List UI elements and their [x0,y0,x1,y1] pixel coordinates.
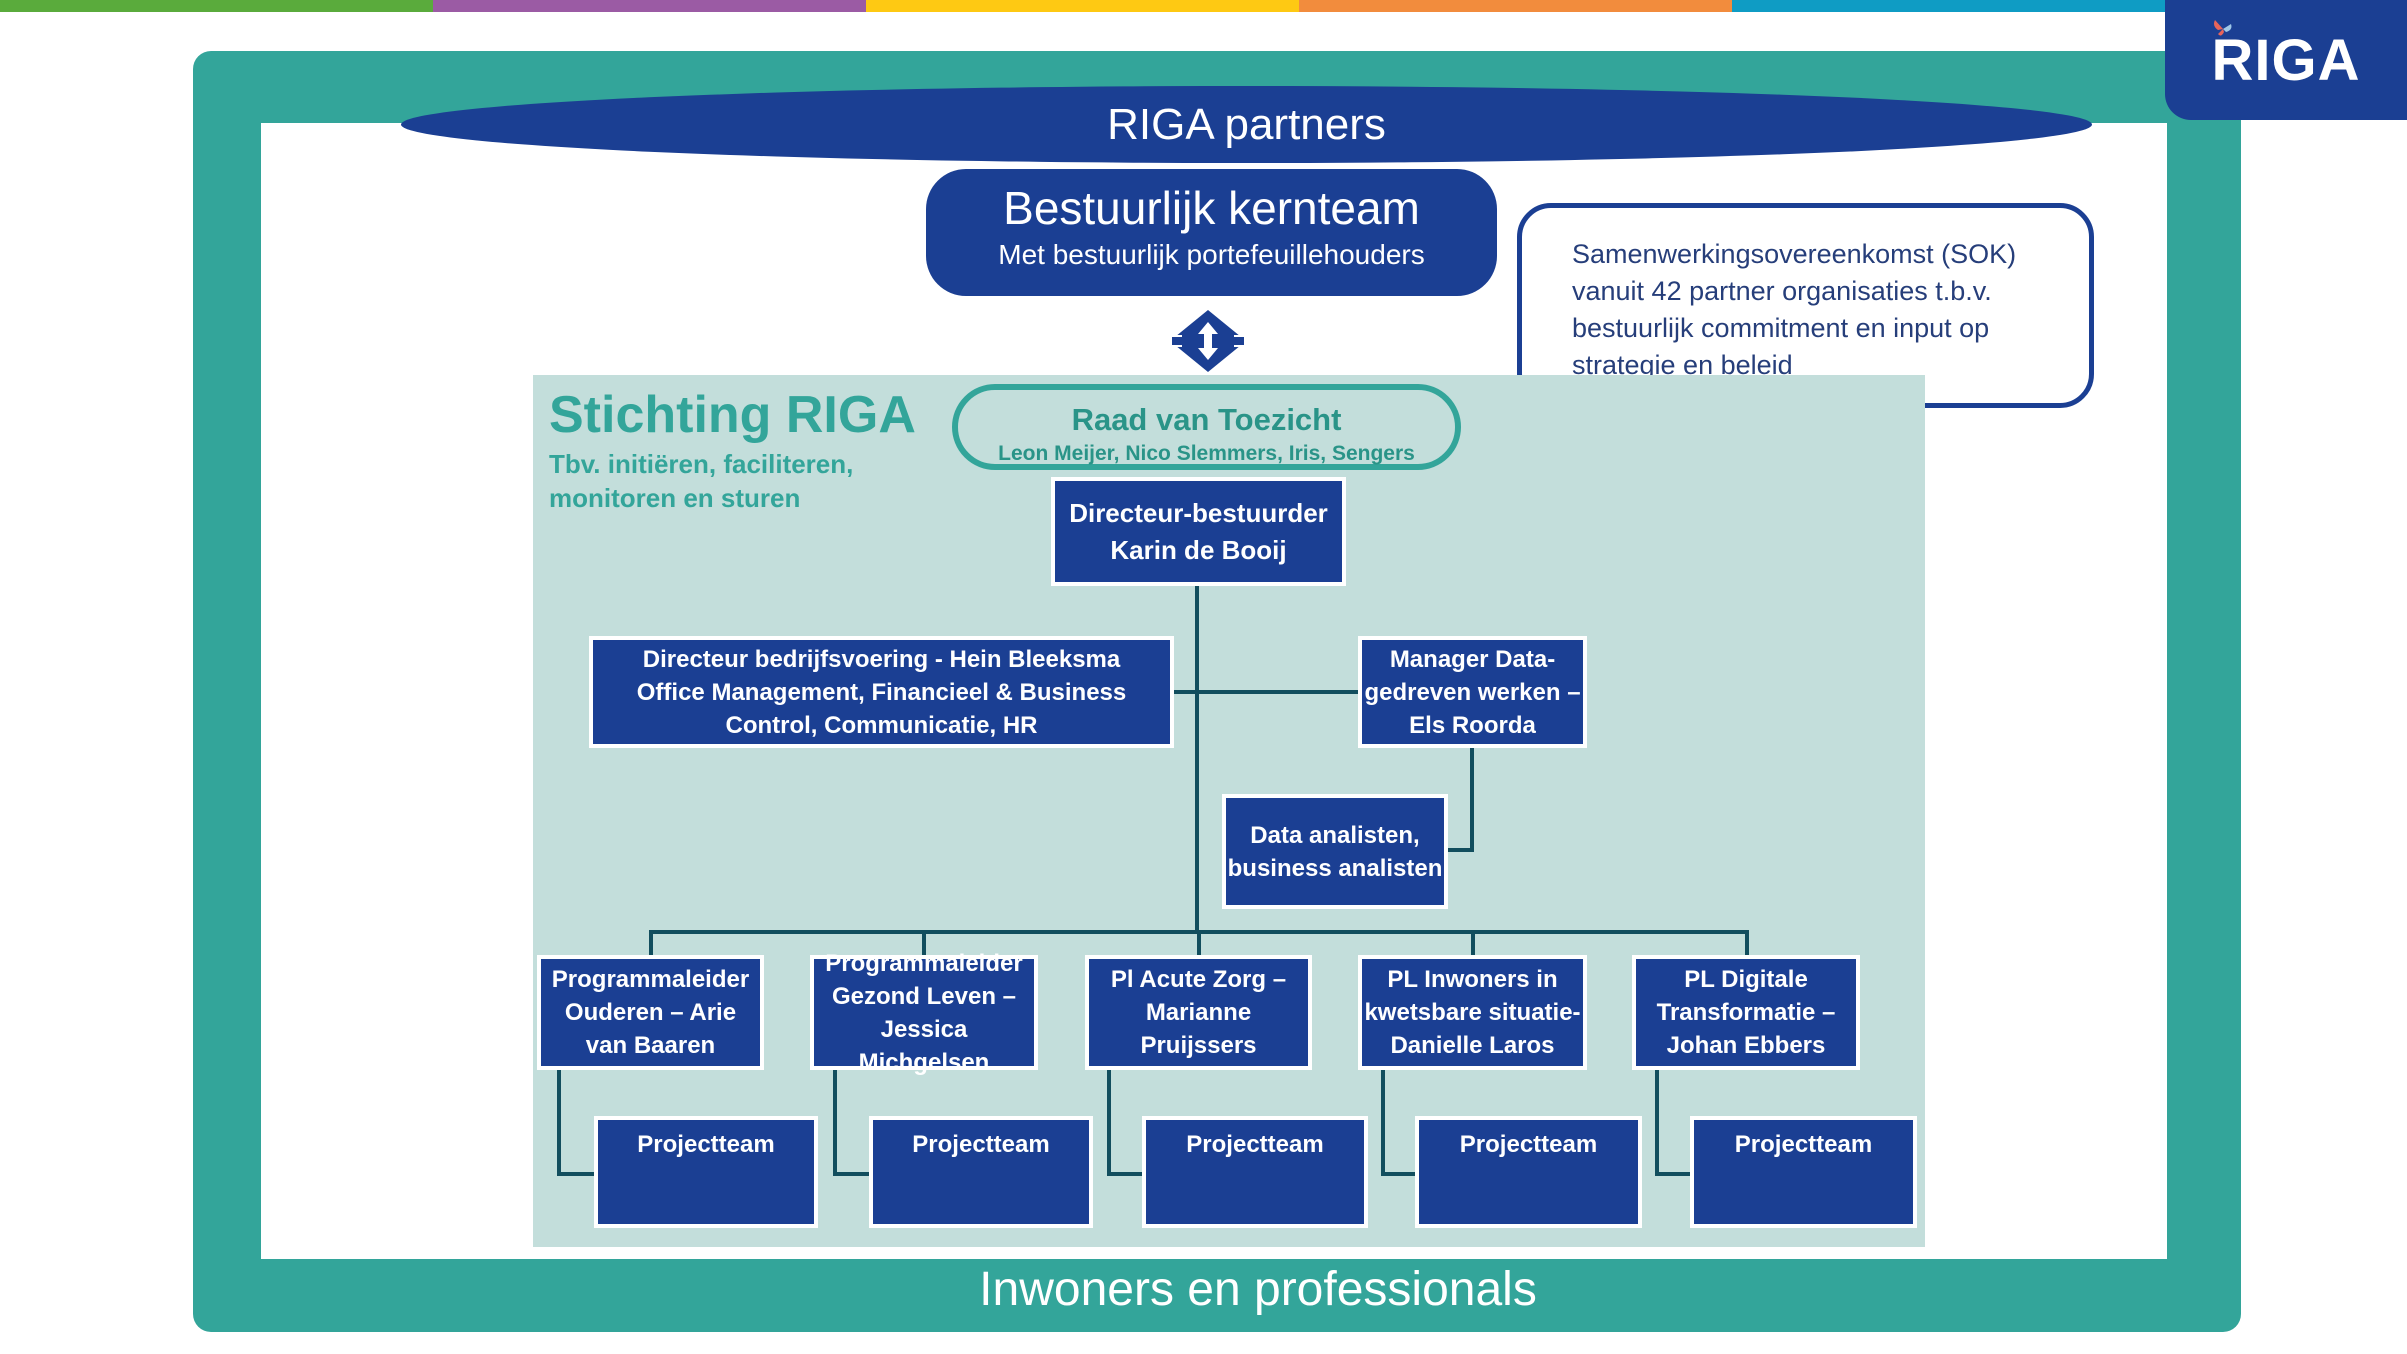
top-bar-yellow [866,0,1299,12]
connector-team-horizontal [1107,1172,1142,1176]
connector-team-vertical [833,1070,837,1176]
program-line: Programmaleider [551,966,750,993]
program-line: Pruijssers [1140,1032,1257,1059]
directeur-bestuurder-box: Directeur-bestuurder Karin de Booij [1051,477,1346,586]
program-box-digitale-transformatie: PL Digitale Transformatie – Johan Ebbers [1632,955,1860,1070]
projectteam-label: Projectteam [637,1131,775,1158]
projectteam-box: Projectteam [594,1116,818,1228]
connector-program-drop [922,930,926,956]
data-analisten-box: Data analisten, business analisten [1222,794,1448,909]
program-line: Ouderen – Arie [564,999,737,1026]
connector-program-drop [1471,930,1475,956]
bestuurlijk-kernteam-box: Bestuurlijk kernteam Met bestuurlijk por… [926,169,1497,296]
manager-data-line: Manager Data- [1389,645,1556,673]
directeur-bedrijfsvoering-box: Directeur bedrijfsvoering - Hein Bleeksm… [589,636,1174,748]
top-bar-orange [1299,0,1732,12]
program-line: Johan Ebbers [1666,1032,1826,1059]
kernteam-subtitle: Met bestuurlijk portefeuillehouders [998,239,1425,270]
riga-partners-label: RIGA partners [1107,99,1386,149]
inwoners-professionals-label: Inwoners en professionals [979,1263,1537,1316]
bedrijfsvoering-line: Office Management, Financieel & Business [636,678,1127,706]
projectteam-label: Projectteam [1459,1131,1598,1158]
connector-team-horizontal [557,1172,594,1176]
program-line: van Baaren [585,1032,716,1059]
double-arrow-icon [1168,310,1248,372]
sok-info-box: Samenwerkingsovereenkomst (SOK) vanuit 4… [1517,203,2094,408]
analisten-line: Data analisten, [1250,821,1420,849]
program-line: PL Digitale [1684,966,1808,993]
connector-team-vertical [1107,1070,1111,1176]
bedrijfsvoering-line: Control, Communicatie, HR [725,711,1038,739]
riga-partners-banner: RIGA partners [401,86,2092,163]
connector-team-vertical [557,1070,561,1176]
program-line: Transformatie – [1656,999,1836,1026]
manager-data-line: gedreven werken – [1364,678,1581,706]
riga-logo: RIGA [2165,0,2407,120]
top-bar-blue [1732,0,2165,12]
connector-team-vertical [1381,1070,1385,1176]
stichting-title: Stichting RIGA [549,386,916,444]
connector-program-drop [1745,930,1749,956]
stichting-subtitle-line: Tbv. initiëren, faciliteren, [549,449,854,479]
program-line: Marianne [1145,999,1252,1026]
projectteam-box: Projectteam [1690,1116,1917,1228]
connector-program-drop [649,930,653,956]
sok-line: bestuurlijk commitment en input op [1572,313,1990,343]
program-box-gezond-leven: Programmaleider Gezond Leven – Jessica M… [810,950,1038,1076]
connector-main-vertical [1195,586,1199,934]
connector-data-horizontal [1448,848,1474,852]
connector-staff-horizontal [1174,690,1358,694]
program-line: Jessica Michgelsen [858,1015,990,1076]
connector-team-horizontal [1655,1172,1690,1176]
directeur-line: Directeur-bestuurder [1069,497,1328,528]
stichting-subtitle-line: monitoren en sturen [549,483,801,513]
program-line: Programmaleider [825,949,1023,977]
projectteam-label: Projectteam [1734,1131,1873,1158]
projectteam-box: Projectteam [1142,1116,1368,1228]
program-line: Pl Acute Zorg – [1110,966,1287,993]
logo-text: RIGA [2211,27,2361,93]
raad-van-toezicht: Raad van Toezicht Leon Meijer, Nico Slem… [952,384,1461,470]
sok-line: vanuit 42 partner organisaties t.b.v. [1572,276,1992,306]
connector-data-vertical [1470,748,1474,852]
top-bar-purple [433,0,866,12]
stichting-subtitle: Tbv. initiëren, faciliteren, monitoren e… [549,447,853,515]
top-bar-green [0,0,433,12]
connector-team-vertical [1655,1070,1659,1176]
projectteam-label: Projectteam [1186,1131,1324,1158]
connector-program-drop [1197,930,1201,956]
projectteam-label: Projectteam [912,1131,1050,1158]
raad-members: Leon Meijer, Nico Slemmers, Iris, Senger… [998,442,1415,465]
connector-team-horizontal [1381,1172,1415,1176]
program-box-acute-zorg: Pl Acute Zorg – Marianne Pruijssers [1085,955,1312,1070]
projectteam-box: Projectteam [1415,1116,1642,1228]
manager-data-line: Els Roorda [1409,711,1536,739]
directeur-line: Karin de Booij [1110,534,1287,565]
program-line: Gezond Leven – [831,982,1017,1010]
manager-data-box: Manager Data- gedreven werken – Els Roor… [1358,636,1587,748]
program-line: Danielle Laros [1390,1032,1555,1059]
butterfly-icon [2214,20,2232,36]
raad-title: Raad van Toezicht [1071,402,1342,437]
analisten-line: business analisten [1227,854,1443,882]
program-box-ouderen: Programmaleider Ouderen – Arie van Baare… [537,955,764,1070]
program-box-kwetsbare-situatie: PL Inwoners in kwetsbare situatie- Danie… [1358,955,1587,1070]
connector-team-horizontal [833,1172,869,1176]
program-line: PL Inwoners in [1387,966,1558,993]
projectteam-box: Projectteam [869,1116,1093,1228]
kernteam-title: Bestuurlijk kernteam [1003,182,1420,234]
bedrijfsvoering-line: Directeur bedrijfsvoering - Hein Bleeksm… [642,645,1121,673]
sok-line: Samenwerkingsovereenkomst (SOK) [1572,239,2017,269]
program-line: kwetsbare situatie- [1364,999,1581,1026]
